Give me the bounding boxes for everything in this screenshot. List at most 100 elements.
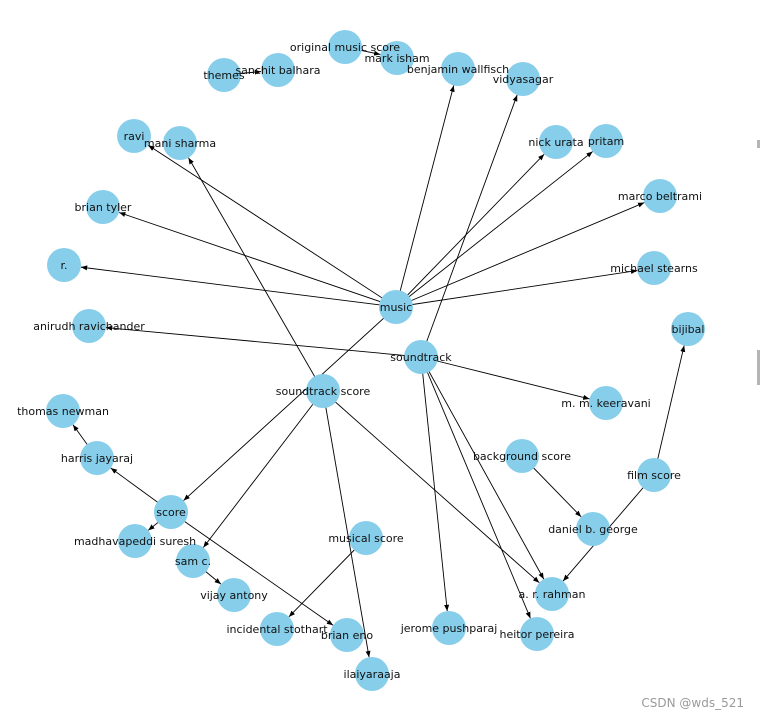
edge-music-to-ravi xyxy=(147,144,397,308)
edge-music-to-benjamin-wallfisch xyxy=(395,85,455,308)
node-mani-sharma[interactable] xyxy=(163,126,197,160)
node-label-michael-stearns: michael stearns xyxy=(610,262,698,275)
edge-film-score-to-bijibal xyxy=(653,345,686,476)
node-label-music: music xyxy=(380,301,413,314)
scrollbar-mark-lower xyxy=(757,350,760,385)
node-label-harris-jayaraj: harris jayaraj xyxy=(61,452,133,465)
node-film-score[interactable] xyxy=(637,458,671,492)
node-label-jerome-pushparaj: jerome pushparaj xyxy=(400,622,498,635)
node-mm-keeravani[interactable] xyxy=(589,386,623,420)
node-label-thomas-newman: thomas newman xyxy=(17,405,109,418)
node-label-marco-beltrami: marco beltrami xyxy=(618,190,702,203)
node-label-vijay-antony: vijay antony xyxy=(200,589,268,602)
node-marco-beltrami[interactable] xyxy=(643,179,677,213)
node-label-brian-tyler: brian tyler xyxy=(75,201,132,214)
label-layer: music soundtrack soundtrack score score musi… xyxy=(17,41,704,681)
node-label-brian-eno: brian eno xyxy=(321,629,374,642)
node-label-sanchit-balhara: sanchit balhara xyxy=(235,64,320,77)
node-michael-stearns[interactable] xyxy=(637,251,671,285)
node-jerome-pushparaj[interactable] xyxy=(432,611,466,645)
node-label-bijibal: bijibal xyxy=(672,323,705,336)
node-label-soundtrack-score: soundtrack score xyxy=(276,385,371,398)
edge-soundtrack-score-to-ar-rahman xyxy=(322,390,540,584)
node-soundtrack[interactable] xyxy=(404,340,438,374)
node-label-soundtrack: soundtrack xyxy=(390,351,452,364)
node-musical-score[interactable] xyxy=(349,521,383,555)
node-label-vidyasagar: vidyasagar xyxy=(493,73,554,86)
node-label-original-music-score: original music score xyxy=(290,41,400,54)
node-label-anirudh-ravichander: anirudh ravichander xyxy=(33,320,145,333)
node-madhavapeddi-suresh[interactable] xyxy=(118,524,152,558)
scrollbar-mark-upper xyxy=(757,140,760,148)
edge-soundtrack-score-to-sam-c xyxy=(202,390,324,548)
node-ar-rahman[interactable] xyxy=(535,577,569,611)
node-label-benjamin-wallfisch: benjamin wallfisch xyxy=(407,63,509,76)
edge-soundtrack-to-ar-rahman xyxy=(420,356,545,580)
node-layer xyxy=(46,30,705,691)
node-background-score[interactable] xyxy=(505,439,539,473)
edge-soundtrack-score-to-mani-sharma xyxy=(188,157,324,392)
node-daniel-b-george[interactable] xyxy=(576,512,610,546)
node-ilaiyaraaja[interactable] xyxy=(355,657,389,691)
node-thomas-newman[interactable] xyxy=(46,394,80,428)
node-vidyasagar[interactable] xyxy=(506,62,540,96)
node-label-sam-c: sam c. xyxy=(175,555,211,568)
edge-soundtrack-to-mm-keeravani xyxy=(420,356,590,400)
node-ravi[interactable] xyxy=(117,119,151,153)
edge-music-to-michael-stearns xyxy=(395,268,638,308)
node-label-background-score: background score xyxy=(473,450,571,463)
edge-soundtrack-to-anirudh-ravichander xyxy=(105,325,422,358)
node-score[interactable] xyxy=(154,495,188,529)
node-label-ravi: ravi xyxy=(124,130,145,143)
node-mark-isham[interactable] xyxy=(380,41,414,75)
node-label-incidental-stothart: incidental stothart xyxy=(226,623,328,636)
node-label-madhavapeddi-suresh: madhavapeddi suresh xyxy=(74,535,196,548)
node-heitor-pereira[interactable] xyxy=(520,617,554,651)
node-r[interactable] xyxy=(47,248,81,282)
node-anirudh-ravichander[interactable] xyxy=(72,309,106,343)
node-music[interactable] xyxy=(379,290,413,324)
node-label-score: score xyxy=(156,506,186,519)
node-soundtrack-score[interactable] xyxy=(306,374,340,408)
node-label-mark-isham: mark isham xyxy=(364,52,429,65)
edge-music-to-r xyxy=(80,265,397,308)
node-themes[interactable] xyxy=(207,58,241,92)
edge-music-to-brian-tyler xyxy=(118,212,397,308)
node-label-daniel-b-george: daniel b. george xyxy=(548,523,638,536)
node-nick-urata[interactable] xyxy=(539,125,573,159)
node-label-mani-sharma: mani sharma xyxy=(144,137,216,150)
edge-soundtrack-to-heitor-pereira xyxy=(420,356,531,619)
node-label-film-score: film score xyxy=(627,469,681,482)
edge-soundtrack-to-vidyasagar xyxy=(420,94,518,358)
edge-music-to-nick-urata xyxy=(395,153,545,308)
node-pritam[interactable] xyxy=(589,124,623,158)
node-original-music-score[interactable] xyxy=(328,30,362,64)
node-label-heitor-pereira: heitor pereira xyxy=(500,628,575,641)
edge-layer xyxy=(72,46,686,658)
node-label-mm-keeravani: m. m. keeravani xyxy=(561,397,650,410)
edge-soundtrack-to-jerome-pushparaj xyxy=(420,356,450,612)
edge-musical-score-to-incidental-stothart xyxy=(288,537,367,618)
edge-music-to-pritam xyxy=(395,151,593,308)
edge-soundtrack-score-to-ilaiyaraaja xyxy=(322,390,371,658)
node-vijay-antony[interactable] xyxy=(217,578,251,612)
node-benjamin-wallfisch[interactable] xyxy=(441,52,475,86)
edge-music-to-marco-beltrami xyxy=(395,202,645,308)
node-sanchit-balhara[interactable] xyxy=(261,53,295,87)
node-brian-eno[interactable] xyxy=(330,618,364,652)
node-label-nick-urata: nick urata xyxy=(528,136,583,149)
node-label-ar-rahman: a. r. rahman xyxy=(519,588,586,601)
node-sam-c[interactable] xyxy=(176,544,210,578)
node-label-musical-score: musical score xyxy=(328,532,404,545)
node-label-themes: themes xyxy=(203,69,245,82)
edge-score-to-brian-eno xyxy=(170,511,334,626)
node-bijibal[interactable] xyxy=(671,312,705,346)
node-incidental-stothart[interactable] xyxy=(260,612,294,646)
node-label-ilaiyaraaja: ilaiyaraaja xyxy=(344,668,401,681)
node-label-r: r. xyxy=(60,259,67,272)
node-label-pritam: pritam xyxy=(588,135,624,148)
watermark: CSDN @wds_521 xyxy=(641,696,744,710)
node-brian-tyler[interactable] xyxy=(86,190,120,224)
node-harris-jayaraj[interactable] xyxy=(80,441,114,475)
